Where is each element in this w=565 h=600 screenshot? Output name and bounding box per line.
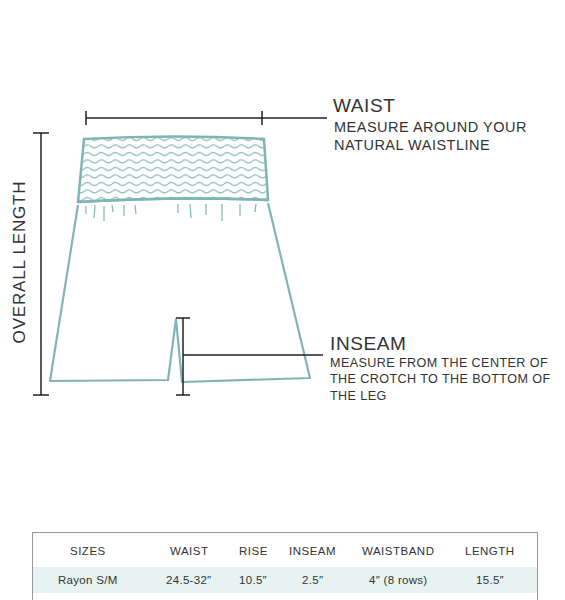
table-header: WAISTBAND — [362, 544, 434, 559]
table-cell: 15.5″ — [476, 573, 504, 588]
table-header: RISE — [239, 544, 268, 559]
dimension-name: INSEAM — [330, 332, 406, 357]
table-cell: 2.5″ — [302, 573, 323, 588]
dimension-name: WAIST — [333, 94, 395, 119]
table-header: LENGTH — [465, 544, 515, 559]
table-header: INSEAM — [289, 544, 336, 559]
size-table — [33, 533, 538, 600]
waist-dimension — [86, 111, 327, 125]
table-cell: 10.5″ — [239, 573, 267, 588]
dimension-name: OVERALL LENGTH — [9, 181, 31, 344]
table-cell: 24.5-32″ — [166, 573, 211, 588]
inseam-dimension — [176, 318, 323, 395]
length-dimension — [33, 133, 49, 395]
table-cell: Rayon S/M — [58, 573, 118, 588]
dimension-note: MEASURE AROUND YOUR NATURAL WAISTLINE — [334, 118, 556, 156]
table-cell: 4″ (8 rows) — [369, 573, 428, 588]
dimension-note: MEASURE FROM THE CENTER OF THE CROTCH TO… — [330, 355, 562, 404]
table-header: WAIST — [170, 544, 209, 559]
table-header: SIZES — [70, 544, 106, 559]
fringe — [86, 204, 256, 221]
waistband — [78, 137, 268, 203]
